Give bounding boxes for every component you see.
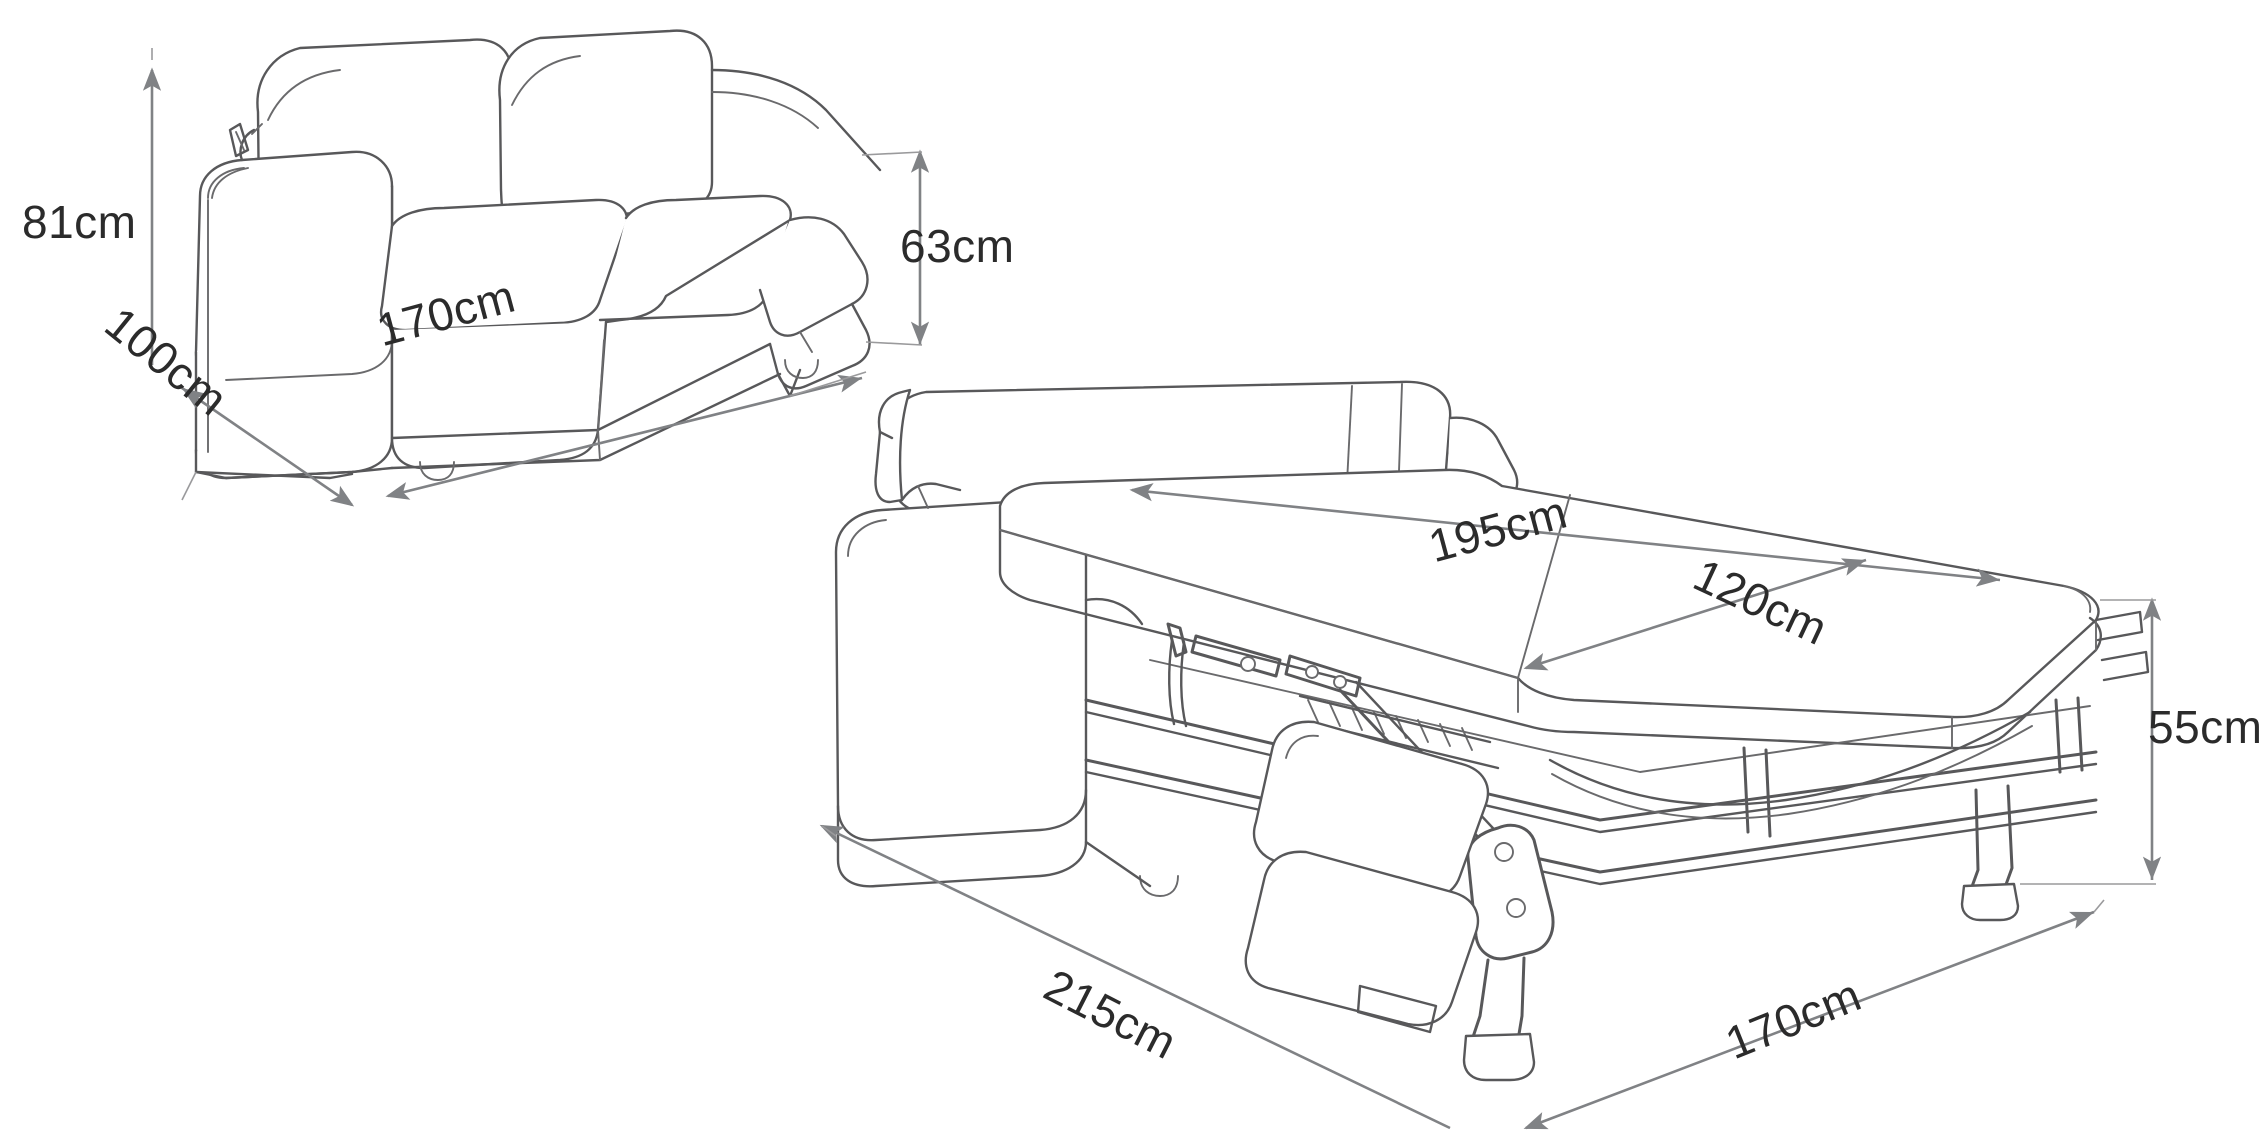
- dimensions-open: [819, 483, 2162, 1130]
- dimension-label-seat-height-63: 63cm: [900, 220, 1015, 272]
- dim-line-120: [1523, 558, 1867, 671]
- sofa-closed-drawing: [194, 29, 882, 481]
- dimension-label-bed-height-55: 55cm: [2148, 701, 2263, 753]
- dim-line-170-closed: [385, 374, 863, 500]
- dimension-label-height-81: 81cm: [22, 196, 137, 248]
- dim-line-215: [819, 824, 1451, 1130]
- dimensions-closed: [142, 48, 930, 507]
- dim-line-100: [181, 386, 355, 507]
- sofa-bed-open-drawing: [834, 380, 2150, 1082]
- dim-line-170-open: [1523, 910, 2095, 1130]
